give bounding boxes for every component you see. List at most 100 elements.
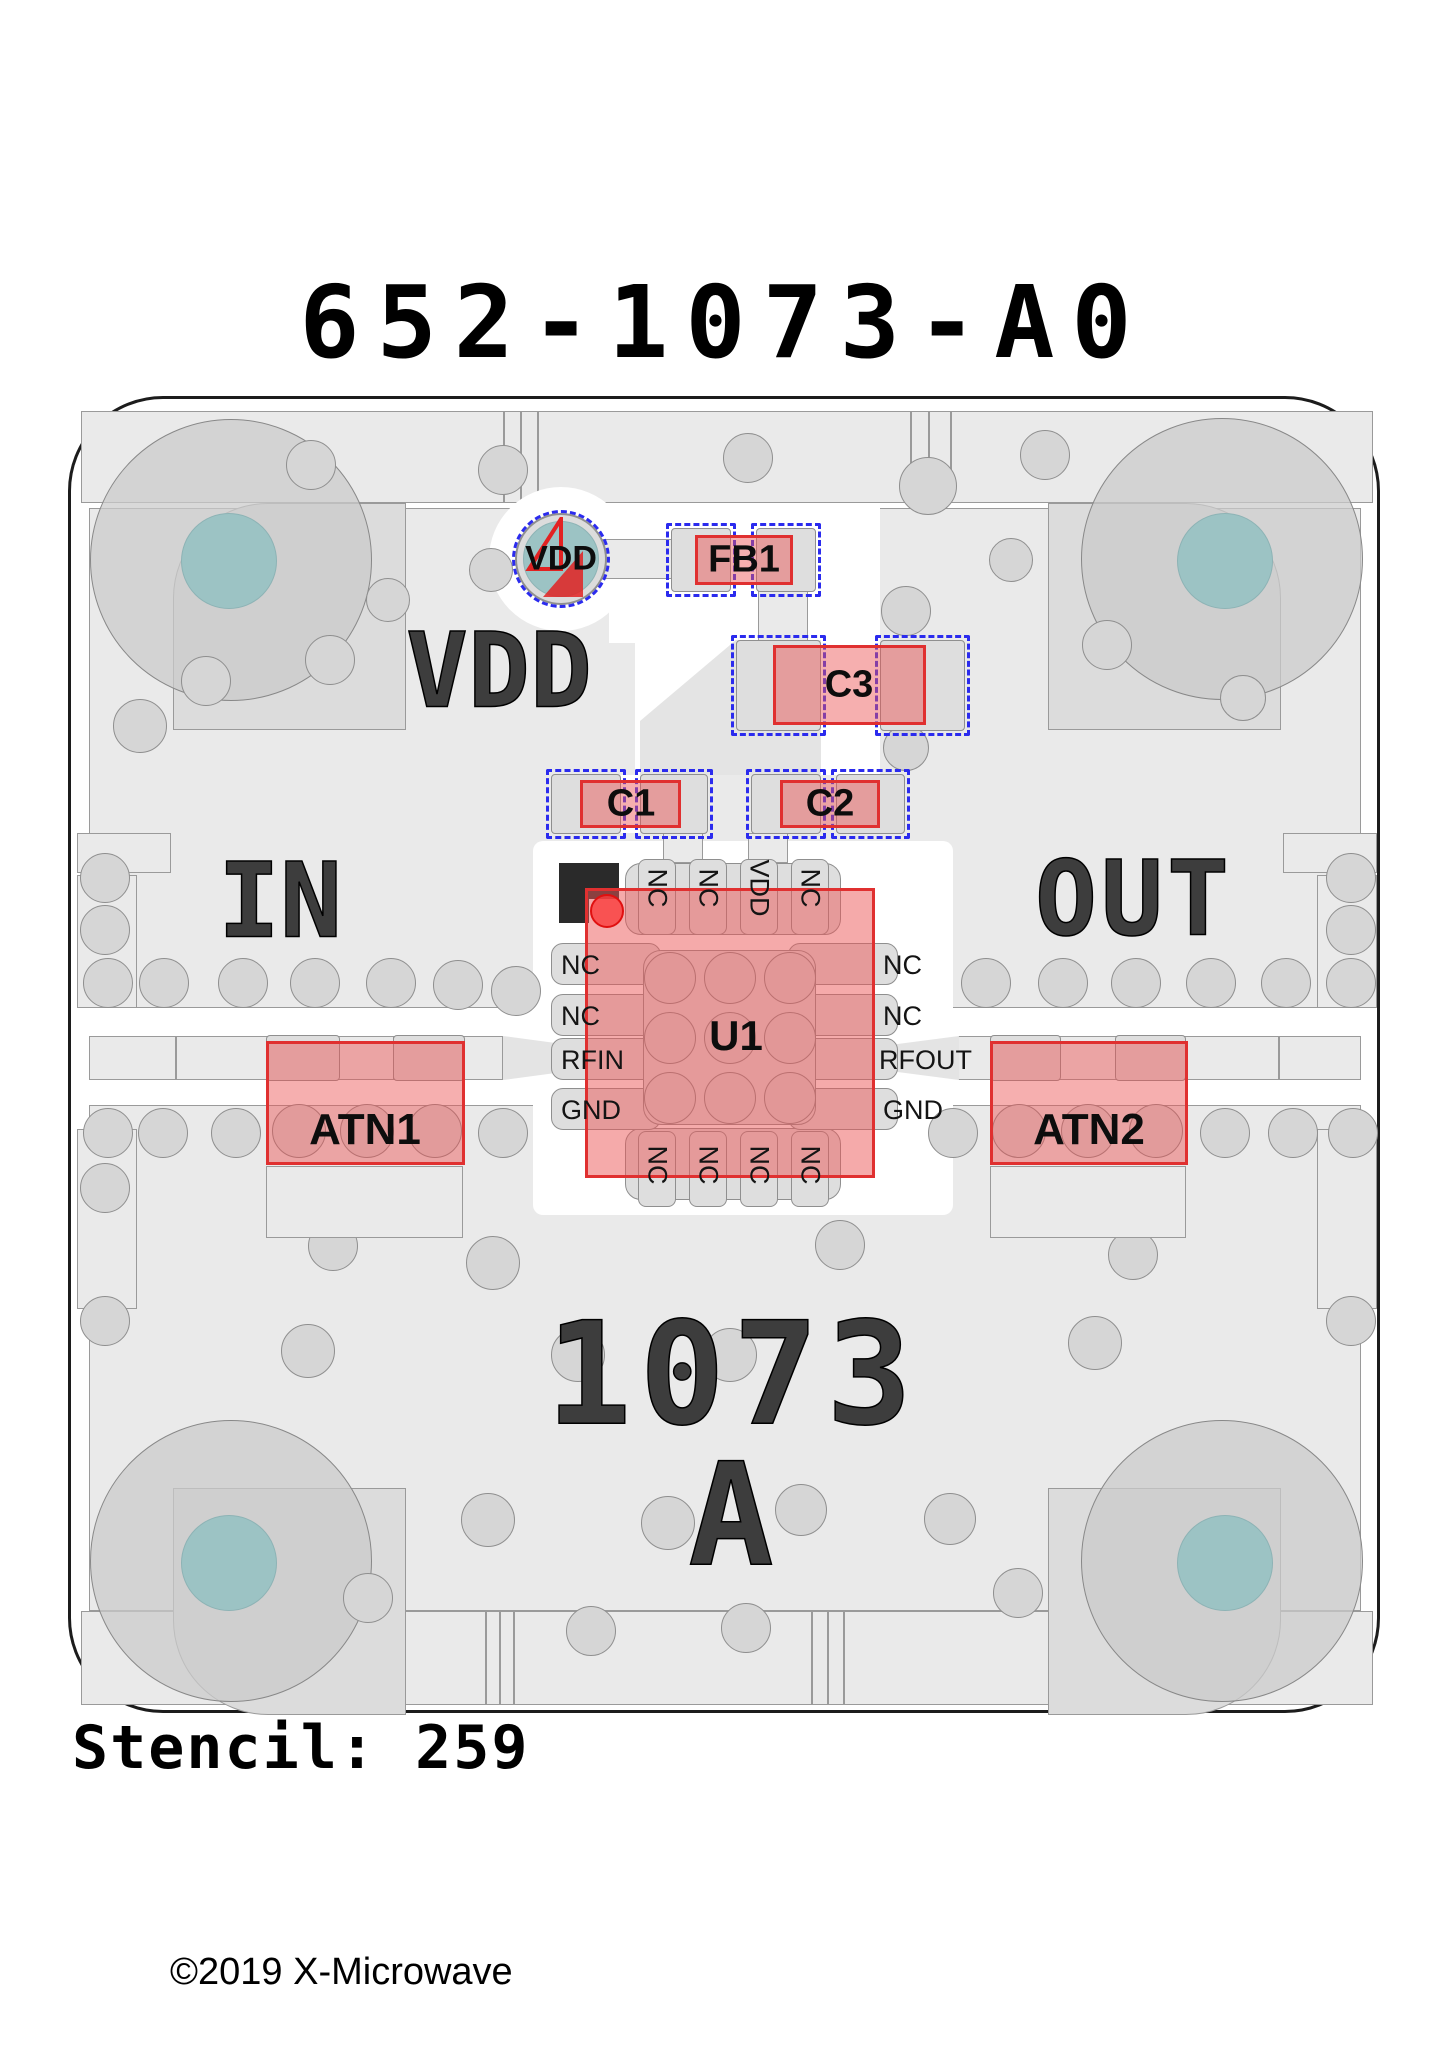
trace-line <box>950 411 952 503</box>
via <box>113 699 167 753</box>
u1-pin-label-top: NC <box>693 868 724 908</box>
via <box>723 433 773 483</box>
u1-pin-label-bottom: NC <box>693 1145 724 1185</box>
via <box>993 1568 1043 1618</box>
via <box>305 635 355 685</box>
pcb-board-outline: VDD IN OUT 1073 A VDD FB1 C3 C1 C2 U1 AT… <box>68 396 1380 1715</box>
trace-line <box>537 411 539 503</box>
c1-body <box>580 780 681 828</box>
via <box>1326 853 1376 903</box>
atn2-body <box>990 1041 1188 1165</box>
trace-line <box>513 1611 515 1705</box>
atn2-ground-pad <box>990 1166 1186 1238</box>
via <box>961 958 1011 1008</box>
fb1-pad <box>671 528 731 592</box>
via <box>883 725 929 771</box>
via <box>1261 958 1311 1008</box>
via <box>899 457 957 515</box>
c2-stencil-outline <box>746 769 826 839</box>
via <box>989 538 1033 582</box>
via <box>551 1328 605 1382</box>
u1-pin-label-left: GND <box>561 1095 621 1125</box>
via <box>1200 1108 1250 1158</box>
atn2-via <box>1129 1104 1183 1158</box>
u1-pin-label-bottom: NC <box>642 1145 673 1185</box>
via <box>1082 620 1132 670</box>
via <box>281 1324 335 1378</box>
atn1-via <box>272 1104 326 1158</box>
u1-pin-label-right: GND <box>883 1095 943 1125</box>
via <box>1038 958 1088 1008</box>
c1-pad <box>640 774 708 834</box>
via <box>928 1108 978 1158</box>
stencil-number: Stencil: 259 <box>72 1713 530 1783</box>
u1-pin-label-top: VDD <box>744 859 775 917</box>
trace-joint <box>175 1036 177 1080</box>
atn1-via <box>340 1104 394 1158</box>
c2-pad <box>751 774 821 834</box>
via <box>139 958 189 1008</box>
fb1-label: FB1 <box>708 538 780 581</box>
edge-pad <box>1317 1129 1377 1309</box>
via <box>641 1496 695 1550</box>
via <box>80 905 130 955</box>
u1-pin-label-left: RFIN <box>561 1045 624 1075</box>
c2-body <box>780 780 880 828</box>
via <box>478 1108 528 1158</box>
u1-pin-label-right: NC <box>883 1001 922 1031</box>
u1-pin-label-bottom: NC <box>744 1145 775 1185</box>
plated-hole <box>181 1515 277 1611</box>
via <box>290 958 340 1008</box>
copyright-notice: ©2019 X-Microwave <box>170 1951 513 1993</box>
fb1-pad <box>756 528 816 592</box>
c3-body <box>773 645 926 725</box>
via <box>286 440 336 490</box>
via <box>366 958 416 1008</box>
via <box>211 1108 261 1158</box>
label-out: OUT <box>1034 839 1234 961</box>
atn1-label: ATN1 <box>309 1105 421 1154</box>
via <box>80 853 130 903</box>
atn1-ground-pad <box>266 1166 463 1238</box>
atn2-via <box>1061 1104 1115 1158</box>
trace-joint <box>1278 1036 1280 1080</box>
plated-hole <box>1177 513 1273 609</box>
c3-pad <box>880 640 965 731</box>
via <box>478 445 528 495</box>
plated-hole <box>181 513 277 609</box>
c3-stencil-outline <box>875 635 970 736</box>
vdd-stencil-outline <box>512 510 610 608</box>
via <box>491 966 541 1016</box>
via <box>1108 1230 1158 1280</box>
via <box>1186 958 1236 1008</box>
c1-stencil-outline <box>546 769 626 839</box>
via <box>881 586 931 636</box>
trace-line <box>910 411 912 503</box>
trace-line <box>499 1611 501 1705</box>
u1-pin-label-left: NC <box>561 950 600 980</box>
c1-pad <box>551 774 621 834</box>
via <box>83 958 133 1008</box>
label-revision: A <box>688 1432 775 1599</box>
label-board-number: 1073 <box>545 1291 920 1458</box>
u1-pin1-dot <box>590 894 624 928</box>
atn1-via <box>408 1104 462 1158</box>
via <box>343 1573 393 1623</box>
vdd-arrow-icon <box>525 517 583 597</box>
c2-label: C2 <box>805 782 855 825</box>
via <box>721 1603 771 1653</box>
fb1-stencil-outline <box>751 523 821 597</box>
u1-pin-label-right: NC <box>883 950 922 980</box>
c2-pad <box>836 774 905 834</box>
via <box>80 1163 130 1213</box>
trace-line <box>811 1611 813 1705</box>
u1-label: U1 <box>709 1012 763 1059</box>
u1-pin-label-top: NC <box>642 868 673 908</box>
via <box>1111 958 1161 1008</box>
vdd-trace <box>601 539 675 579</box>
via <box>1326 905 1376 955</box>
via <box>1068 1316 1122 1370</box>
vdd-pad-label: VDD <box>525 539 597 578</box>
via <box>469 548 513 592</box>
